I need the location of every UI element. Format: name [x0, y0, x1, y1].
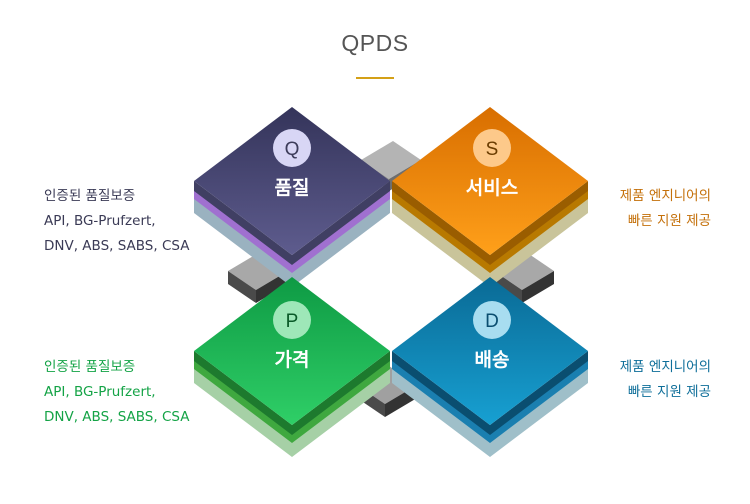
price-desc-line: API, BG-Prufzert,	[44, 384, 156, 400]
title-underline	[356, 77, 394, 79]
service-letter: S	[486, 139, 499, 160]
price-letter: P	[286, 311, 299, 332]
quality-letter: Q	[285, 139, 300, 160]
delivery-title: 배송	[475, 349, 510, 371]
tile-delivery: D 배송	[392, 277, 588, 457]
price-title: 가격	[275, 349, 310, 371]
delivery-description: 제품 엔지니어의 빠른 지원 제공	[620, 355, 711, 405]
tile-service: S 서비스	[392, 107, 588, 287]
delivery-desc-line: 빠른 지원 제공	[627, 384, 711, 400]
tile-price: P 가격	[194, 277, 390, 457]
delivery-letter: D	[485, 311, 499, 332]
price-description: 인증된 품질보증 API, BG-Prufzert, DNV, ABS, SAB…	[44, 355, 189, 430]
service-title: 서비스	[466, 177, 518, 199]
price-desc-line: 인증된 품질보증	[44, 359, 136, 375]
quality-title: 품질	[275, 177, 310, 199]
price-desc-line: DNV, ABS, SABS, CSA	[44, 409, 190, 425]
service-desc-line: 제품 엔지니어의	[619, 188, 711, 204]
quality-letter-badge	[273, 129, 311, 167]
quality-desc-line: DNV, ABS, SABS, CSA	[44, 238, 190, 254]
connector-block-right	[494, 252, 554, 303]
delivery-desc-line: 제품 엔지니어의	[619, 359, 711, 375]
service-description: 제품 엔지니어의 빠른 지원 제공	[620, 184, 711, 234]
service-desc-line: 빠른 지원 제공	[627, 213, 711, 229]
tile-quality: Q 품질	[194, 107, 390, 287]
price-letter-badge	[273, 301, 311, 339]
page-title: QPDS	[341, 30, 409, 56]
quality-desc-line: 인증된 품질보증	[44, 188, 136, 204]
quality-desc-line: API, BG-Prufzert,	[44, 213, 156, 229]
quality-description: 인증된 품질보증 API, BG-Prufzert, DNV, ABS, SAB…	[44, 184, 189, 259]
service-letter-badge	[473, 129, 511, 167]
delivery-letter-badge	[473, 301, 511, 339]
